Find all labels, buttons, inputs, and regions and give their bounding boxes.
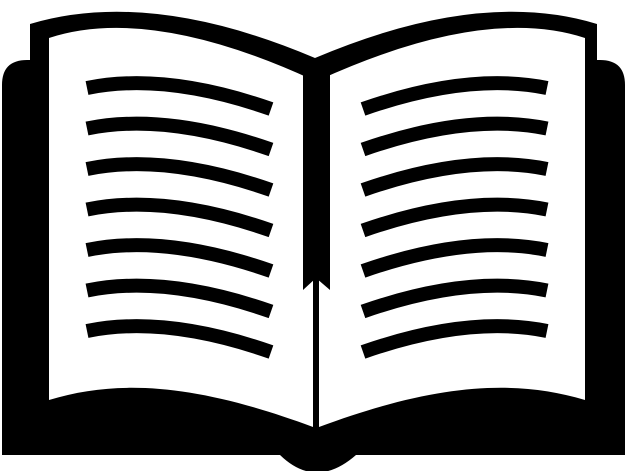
text-line (360, 157, 549, 197)
text-line (85, 319, 274, 359)
text-line (85, 238, 274, 278)
text-line (360, 76, 549, 116)
spine-line (314, 278, 319, 428)
text-line (85, 278, 274, 319)
left-page-text-lines (85, 76, 274, 359)
text-line (85, 157, 274, 197)
text-line (360, 116, 549, 157)
bookmark-ribbon (303, 62, 330, 290)
text-line (360, 278, 549, 319)
right-page-text-lines (360, 76, 549, 359)
text-line (85, 116, 274, 157)
text-line (360, 197, 549, 238)
text-line (360, 319, 549, 359)
text-line (85, 197, 274, 238)
text-line (360, 238, 549, 278)
text-line (85, 76, 274, 116)
